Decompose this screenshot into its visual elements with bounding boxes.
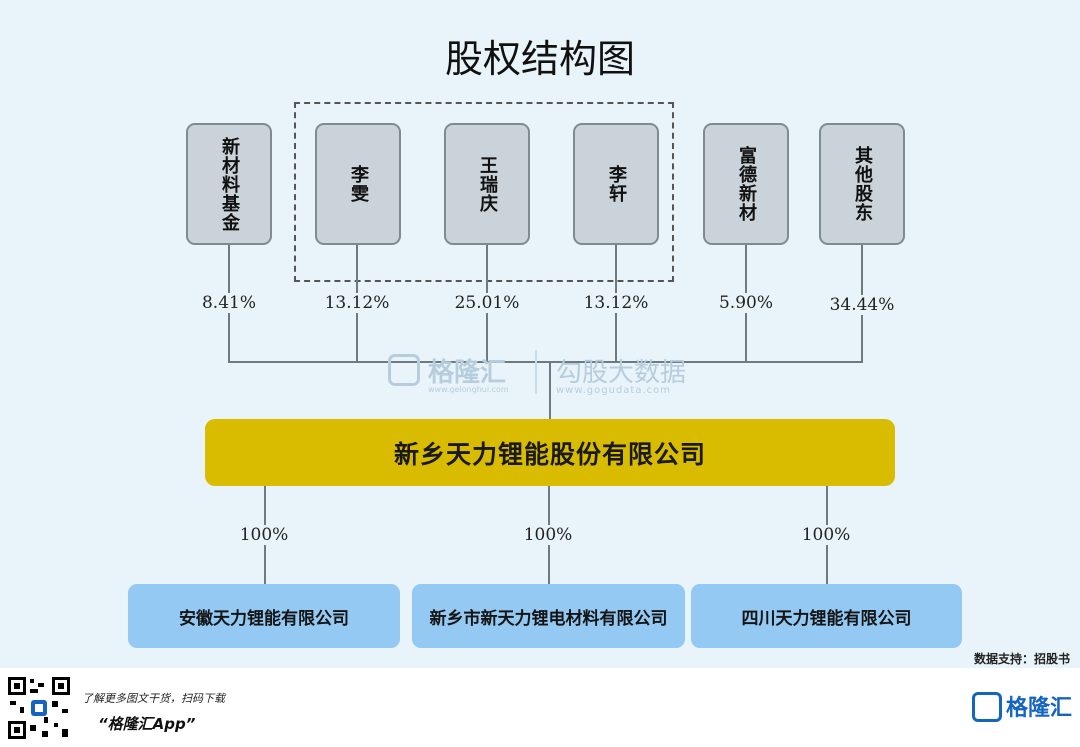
shareholder-box: 李雯 [315, 123, 401, 245]
shareholder-box: 新材料基金 [186, 123, 272, 245]
subsidiary-box: 安徽天力锂能有限公司 [128, 584, 400, 648]
footer-tagline: 了解更多图文干货，扫码下载 [82, 692, 225, 705]
shareholding-percent: 13.12% [571, 293, 661, 313]
brand-logo-icon [972, 692, 1002, 722]
shareholder-box: 王瑞庆 [444, 123, 530, 245]
shareholding-percent: 5.90% [701, 293, 791, 313]
shareholding-percent: 13.12% [312, 293, 402, 313]
watermark-partner-url: www.gogudata.com [556, 385, 672, 396]
shareholder-box: 其他股东 [819, 123, 905, 245]
shareholder-name: 李轩 [606, 165, 627, 203]
subsidiary-name: 新乡市新天力锂电材料有限公司 [429, 608, 668, 629]
shareholding-percent: 8.41% [184, 293, 274, 313]
shareholder-name: 王瑞庆 [477, 155, 498, 213]
shareholder-name: 新材料基金 [219, 136, 240, 232]
watermark-partner: 勾股大数据 [556, 358, 687, 388]
subsidiary-percent: 100% [781, 525, 871, 545]
data-source-note: 数据支持：招股书 [973, 652, 1070, 666]
parent-company-box: 新乡天力锂能股份有限公司 [205, 419, 895, 486]
diagram-panel: 股权结构图 新材料基金 李雯 王瑞庆 李轩 富德新材 其他股东 8.41% 13… [0, 0, 1080, 668]
shareholding-percent: 25.01% [442, 293, 532, 313]
subsidiary-box: 四川天力锂能有限公司 [691, 584, 962, 648]
footer-logo-text: 格隆汇 [1006, 696, 1073, 721]
subsidiary-percent: 100% [503, 525, 593, 545]
connector-line [549, 361, 551, 419]
connector-line [228, 361, 863, 363]
shareholder-name: 富德新材 [736, 146, 757, 222]
watermark-brand-url: www.gelonghui.com [428, 385, 509, 394]
footer-app-name: “格隆汇App” [98, 715, 196, 733]
subsidiary-percent: 100% [219, 525, 309, 545]
shareholder-box: 富德新材 [703, 123, 789, 245]
subsidiary-name: 安徽天力锂能有限公司 [179, 608, 349, 629]
shareholding-percent: 34.44% [817, 295, 907, 315]
concerted-action-group-box [294, 102, 674, 282]
shareholder-name: 李雯 [348, 165, 369, 203]
qr-code [6, 675, 72, 741]
qr-code-icon [6, 675, 72, 741]
watermark-divider [535, 350, 537, 394]
subsidiary-name: 四川天力锂能有限公司 [741, 608, 912, 629]
brand-logo-icon [388, 354, 420, 386]
subsidiary-box: 新乡市新天力锂电材料有限公司 [412, 584, 685, 648]
shareholder-box: 李轩 [573, 123, 659, 245]
parent-company-name: 新乡天力锂能股份有限公司 [393, 439, 706, 469]
watermark-brand: 格隆汇 [428, 358, 507, 388]
shareholder-name: 其他股东 [852, 146, 873, 222]
diagram-title: 股权结构图 [444, 37, 635, 81]
